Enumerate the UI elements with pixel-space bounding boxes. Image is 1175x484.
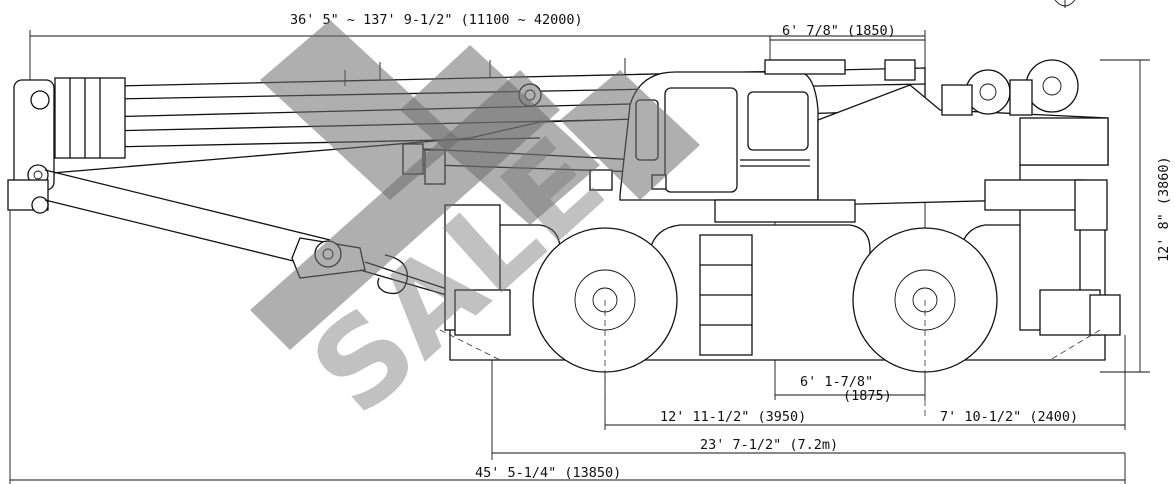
- turning-radius-label: 23' 7-1/2" (7.2m): [700, 437, 838, 453]
- overall-length-label: 45' 5-1/4" (13850): [475, 465, 621, 481]
- compass-icon: [1054, 0, 1076, 8]
- watermark: SALE: [250, 20, 700, 442]
- cab-width-label: 6' 7/8" (1850): [782, 23, 896, 39]
- turning-radius-arcs: [439, 300, 1101, 420]
- boom-length-label: 36' 5" ~ 137' 9-1/2" (11100 ~ 42000): [290, 12, 583, 28]
- wheelbase-label: 12' 11-1/2" (3950): [660, 409, 806, 425]
- overall-height-label: 12' 8" (3860): [1156, 156, 1172, 262]
- rear-overhang-label: 7' 10-1/2" (2400): [940, 409, 1078, 425]
- center-to-swing-label: 6' 1-7/8": [800, 374, 873, 390]
- dimension-labels: 36' 5" ~ 137' 9-1/2" (11100 ~ 42000) 6' …: [290, 12, 1172, 481]
- center-to-swing-mm-label: (1875): [843, 388, 892, 404]
- superstructure: [764, 59, 1109, 206]
